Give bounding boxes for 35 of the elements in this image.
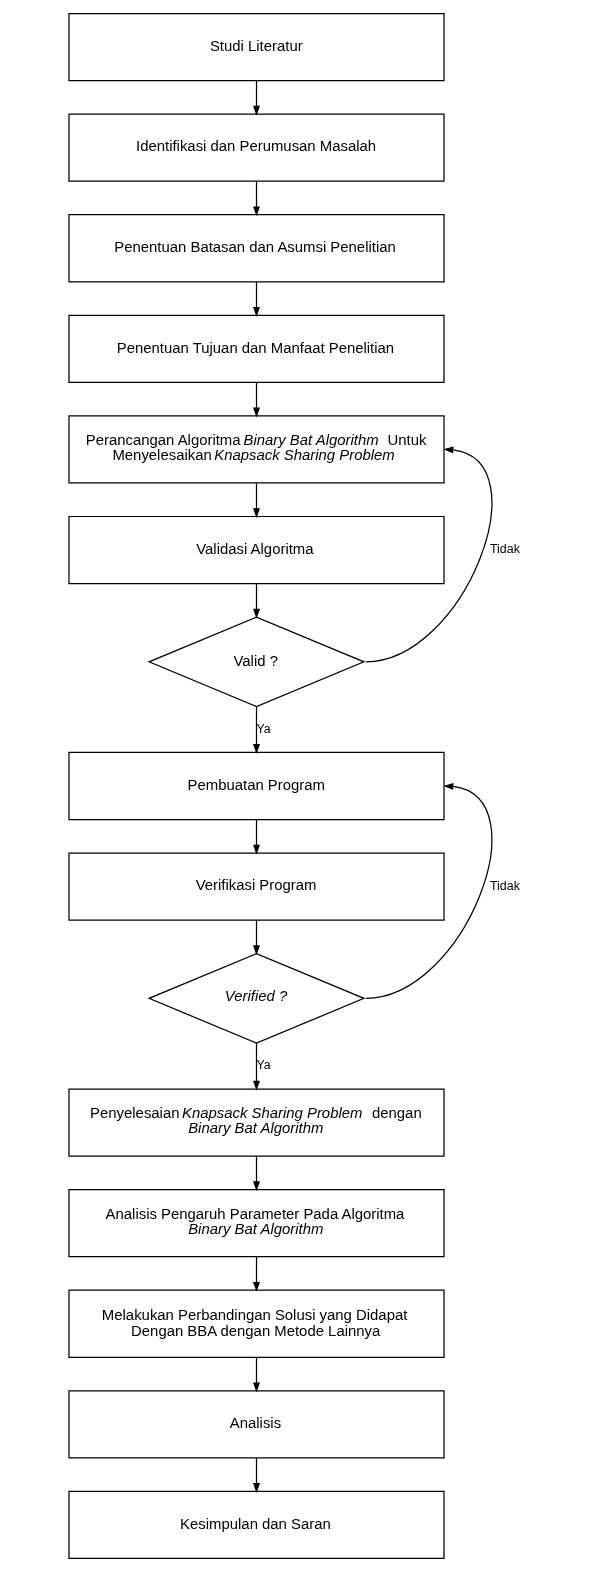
arrow: [252, 482, 260, 519]
edge-label: Ya: [256, 721, 271, 736]
arrow: [252, 281, 260, 317]
node-box: Kesimpulan dan Saran: [67, 1490, 445, 1560]
node-diamond: Verified ?: [146, 953, 366, 1044]
arrow: [252, 583, 260, 619]
arrow: [364, 446, 492, 663]
arrow: [252, 1457, 260, 1494]
arrow: [252, 180, 260, 217]
arrow: [252, 706, 260, 755]
arrow: [364, 783, 492, 999]
arrow: [252, 920, 260, 956]
node-box: Melakukan Perbandingan Solusi yang Didapat Dengan BBA dengan Metode Lainnya: [67, 1289, 445, 1358]
node-box: Analisis Pengaruh Parameter Pada Algoritma Binary Bat Algorithm: [67, 1189, 445, 1258]
node-box: Analisis: [67, 1390, 445, 1459]
arrow: [252, 80, 260, 116]
edge-label: Tidak: [489, 878, 520, 893]
node-box: Identifikasi dan Perumusan Masalah: [67, 113, 445, 182]
arrow: [252, 1256, 260, 1292]
edge-label: Tidak: [489, 542, 520, 557]
node-box: Penentuan Tujuan dan Manfaat Penelitian: [67, 314, 445, 383]
arrow: [252, 1155, 260, 1192]
arrow: [252, 1357, 260, 1393]
node-box: Validasi Algoritma: [67, 515, 445, 585]
node-box: Perancangan Algoritma Binary Bat Algorithm Untuk Menyelesaikan Knapsack Sharing Problem: [67, 415, 445, 484]
node-box: Pembuatan Program: [67, 751, 445, 821]
node-box: Verifikasi Program: [67, 852, 445, 921]
arrow: [252, 819, 260, 855]
arrow: [252, 382, 260, 418]
node-box: Penyelesaian Knapsack Sharing Problem dengan Binary Bat Algorithm: [67, 1088, 445, 1157]
node-box: Studi Literatur: [67, 12, 445, 82]
node-diamond: Valid ?: [146, 616, 366, 708]
node-box: Penentuan Batasan dan Asumsi Penelitian: [67, 214, 445, 283]
edge-label: Ya: [256, 1058, 271, 1073]
arrow: [252, 1042, 260, 1091]
